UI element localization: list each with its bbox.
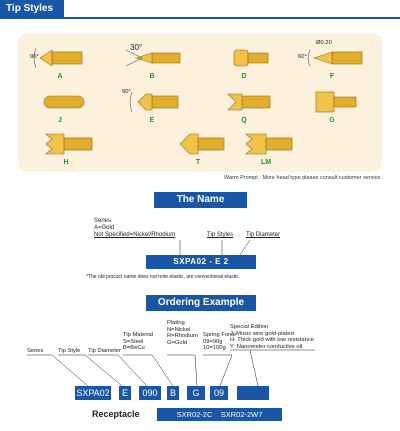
special-j: J: Music wire gold-plated <box>230 330 294 337</box>
tip-diameter-label: Tip Diameter <box>246 232 281 238</box>
probe-tip-t-icon <box>179 133 225 155</box>
tip-style-h: H <box>36 128 96 168</box>
probe-tip-lm-icon <box>245 133 293 155</box>
warm-prompt: Warm Prompt : More head type please cons… <box>224 175 382 181</box>
special-edition: Special Edition J: Music wire gold-plate… <box>230 324 314 350</box>
probe-tip-a-icon <box>33 47 83 69</box>
tip-label: H <box>63 159 69 166</box>
probe-tip-d-icon <box>233 49 269 67</box>
tip-styles-label: Tip Styles <box>207 232 234 238</box>
the-name-banner: The Name <box>154 192 247 208</box>
tip-style-d: D <box>214 42 274 82</box>
tip-f-diameter: Ø0.20 <box>316 40 332 46</box>
special-y: Y: Nanometer conductive oil <box>230 343 303 350</box>
section-header: Tip Styles <box>0 0 400 19</box>
spring-force-10: 10=100g <box>203 345 226 351</box>
order-box-tip-style: E <box>119 386 131 400</box>
tip-label: LM <box>260 159 272 166</box>
tip-style-j: J <box>30 86 90 126</box>
order-box-plating: G <box>187 386 205 400</box>
tip-material: Tip Material S=Steel B=BeCu <box>123 332 153 352</box>
ordering-banner: Ordering Example <box>146 295 256 311</box>
special-h: H: Thick gold with low resistance <box>230 337 314 343</box>
probe-tip-e-icon <box>129 91 179 113</box>
tip-material-s: S=Steel <box>123 338 144 345</box>
spring-force: Spring Force 09=90g 10=100g <box>203 332 236 352</box>
tip-label: T <box>195 159 201 166</box>
tip-label: A <box>57 73 63 80</box>
tip-material-title: Tip Material <box>123 332 154 338</box>
tip-f-angle: 60° <box>298 54 307 60</box>
order-box-special-edition <box>237 386 269 400</box>
probe-tip-q-icon <box>227 93 271 111</box>
series-line-1: Series <box>94 218 112 224</box>
receptacle-label: Receptacle <box>92 409 140 419</box>
probe-tip-g-icon <box>315 91 357 113</box>
series-label: Series A=Gold Not Specified=Nickel/Rhodi… <box>94 218 175 239</box>
tip-label: D <box>241 73 247 80</box>
tip-style-label-ordering: Tip Style <box>58 348 81 354</box>
tip-style-f: 60° Ø0.20 F <box>298 40 363 82</box>
tip-label: G <box>329 117 335 124</box>
tip-label: Q <box>241 117 247 124</box>
probe-tip-b-icon <box>125 49 181 67</box>
plating: Plating N=Nickel R=Rhodium G=Gold <box>167 320 198 346</box>
name-footnote: *The old procuct name does not note elas… <box>86 274 240 280</box>
plating-title: Plating <box>167 320 185 326</box>
probe-tip-j-icon <box>43 95 85 109</box>
tip-b-angle: 30° <box>130 43 143 52</box>
series-line-3: Not Specified=Nickel/Rhodium <box>94 232 176 238</box>
order-box-series: SXPA02 <box>75 386 111 400</box>
receptacle-value-2: SXR02-2W7 <box>220 410 263 419</box>
receptacle-values: SXR02-2C SXR02-2W7 <box>157 408 282 421</box>
name-code: SXPA02 - E 2 <box>146 255 256 269</box>
probe-tip-h-icon <box>45 133 93 155</box>
probe-tip-f-icon <box>307 49 363 67</box>
tip-style-t: T <box>168 128 228 168</box>
tip-e-angle: 90° <box>122 89 131 95</box>
series-line-2: A=Gold <box>94 225 115 231</box>
tip-style-q: Q <box>214 86 274 126</box>
tip-style-b: 30° B <box>122 42 182 82</box>
tip-style-lm: LM <box>236 128 296 168</box>
spring-force-09: 09=90g <box>203 338 223 345</box>
plating-r: R=Rhodium <box>167 333 198 339</box>
tip-label: F <box>329 73 335 80</box>
section-title: Tip Styles <box>0 0 64 17</box>
tip-style-e: 90° E <box>122 86 182 126</box>
tip-label: B <box>149 73 155 80</box>
tip-styles-panel: 90° A 30° B D 60° Ø0.20 F J <box>18 34 382 172</box>
spring-force-title: Spring Force <box>203 332 237 338</box>
plating-g: G=Gold <box>167 339 188 346</box>
tip-diameter-label-ordering: Tip Diameter <box>88 348 121 354</box>
special-title: Special Edition <box>230 324 269 330</box>
tip-style-a: 90° A <box>30 42 90 82</box>
order-box-spring-force: 09 <box>210 386 228 400</box>
order-box-tip-material: B <box>167 386 179 400</box>
order-box-tip-diameter: 090 <box>139 386 161 400</box>
tip-a-angle: 90° <box>30 54 39 60</box>
receptacle-value-1: SXR02-2C <box>176 410 213 419</box>
tip-label: J <box>58 117 62 124</box>
tip-material-b: B=BeCu <box>123 345 145 351</box>
series-label-ordering: Series <box>27 348 44 354</box>
tip-style-g: G <box>302 86 362 126</box>
tip-label: E <box>149 117 155 124</box>
plating-n: N=Nickel <box>167 326 191 333</box>
